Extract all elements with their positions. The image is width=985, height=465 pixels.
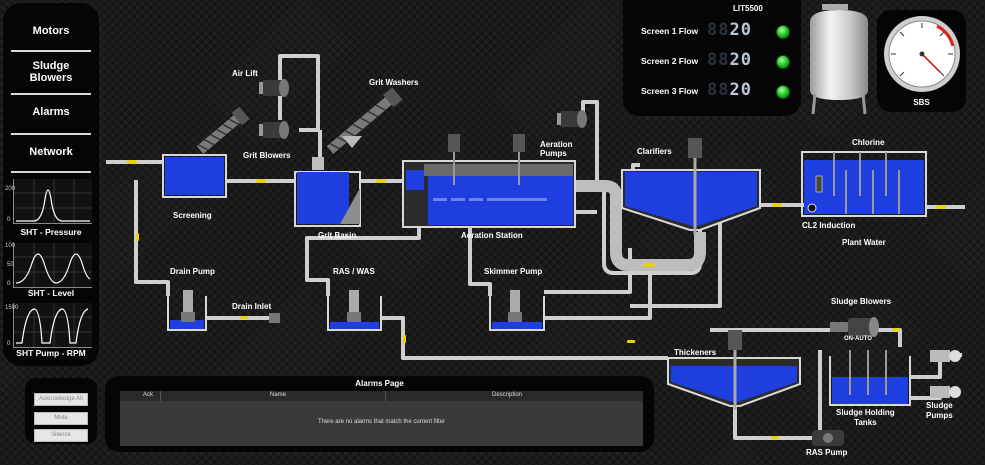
nav-divider	[11, 50, 91, 52]
pump-icon	[930, 350, 961, 362]
blower-motor-icon	[259, 121, 289, 139]
trend-tick: 100	[5, 243, 16, 249]
trend-rpm-label: SHT Pump - RPM	[16, 348, 86, 358]
storage-silo-icon	[810, 4, 868, 114]
nav-panel: Motors Sludge Blowers Alarms Network 200…	[3, 3, 99, 366]
skimmer-pump-label: Skimmer Pump	[484, 267, 543, 276]
column-ack[interactable]: Ack	[143, 392, 154, 398]
silence-button[interactable]: Silence	[34, 429, 88, 442]
drain-inlet-label: Drain Inlet	[232, 302, 272, 311]
trend-tick: 0	[7, 281, 11, 287]
flow-markers	[127, 160, 946, 439]
aeration-pumps-label: Aeration Pumps	[540, 140, 573, 158]
big-pipe-elbow	[575, 180, 706, 271]
mute-button[interactable]: Mute	[34, 412, 88, 425]
drain-pump-label: Drain Pump	[170, 267, 215, 276]
trend-level-plot	[14, 243, 92, 287]
grit-blowers-label: Grit Blowers	[243, 151, 291, 160]
alarms-empty-message: There are no alarms that match the curre…	[317, 419, 446, 425]
aerator-icon	[448, 134, 460, 185]
clarifiers-label: Clarifiers	[637, 147, 672, 156]
screen-1-flow-display: 8820	[707, 20, 752, 40]
cl2-induction-label: CL2 Induction	[802, 221, 856, 230]
nav-network-button[interactable]: Network	[29, 146, 73, 158]
alarms-page-title: Alarms Page	[355, 379, 404, 388]
alarms-table[interactable]: Ack Name Description There are no alarms…	[120, 391, 643, 446]
plant-water-label: Plant Water	[842, 238, 886, 247]
alarms-table-header: Ack Name Description	[120, 391, 643, 401]
screen-3-flow-display: 8820	[707, 80, 752, 100]
nav-divider	[11, 93, 91, 95]
aerator-icon	[513, 134, 525, 185]
trend-tick: 0	[7, 341, 11, 347]
sbs-gauge-panel[interactable]: SBS	[877, 10, 966, 112]
screen-1-flow-value: 20	[729, 20, 752, 40]
trend-pressure-plot	[14, 179, 92, 223]
acknowledge-all-button[interactable]: Acknowledge All	[34, 393, 88, 406]
pump-icon	[930, 386, 961, 398]
screen-2-status-led	[776, 55, 790, 69]
alarms-page-panel: Alarms Page Ack Name Description There a…	[105, 376, 654, 452]
blower-motor-icon	[830, 317, 879, 337]
nav-motors-button[interactable]: Motors	[32, 25, 70, 37]
trend-tick: 200	[5, 186, 16, 192]
sludge-pumps-label: Sludge Pumps	[926, 401, 953, 420]
ras-pump-label: RAS Pump	[806, 448, 848, 457]
nav-divider	[11, 171, 91, 173]
trend-tick: 0	[7, 217, 11, 223]
column-divider	[160, 391, 161, 401]
trend-pressure-chart[interactable]	[13, 179, 92, 224]
flow-panel: LIT5500 Screen 1 Flow 8820 Screen 2 Flow…	[623, 0, 801, 116]
sludge-holding-tanks-label: Sludge Holding Tanks	[836, 408, 895, 427]
screen-3-status-led	[776, 85, 790, 99]
screen-1-status-led	[776, 25, 790, 39]
air-lift-label: Air Lift	[232, 69, 258, 78]
column-name[interactable]: Name	[270, 392, 287, 398]
aeration-station-label: Aeration Station	[461, 231, 523, 240]
trend-pressure-label: SHT - Pressure	[20, 227, 82, 237]
screen-3-flow-label: Screen 3 Flow	[641, 86, 699, 96]
screen-1-flow-label: Screen 1 Flow	[641, 26, 699, 36]
pump-icon	[812, 430, 844, 446]
nav-divider	[11, 133, 91, 135]
thickeners-label: Thickeners	[674, 348, 717, 357]
submersible-pump-icon	[181, 290, 195, 322]
blower-motor-icon	[557, 110, 587, 128]
submersible-pump-icon	[508, 290, 522, 322]
trend-level-chart[interactable]	[13, 243, 92, 288]
sludge-blowers-label: Sludge Blowers	[831, 297, 892, 306]
flow-panel-title: LIT5500	[733, 4, 763, 13]
ras-was-label: RAS / WAS	[333, 267, 375, 276]
screening-conveyor-icon	[196, 106, 250, 154]
trend-rpm-plot	[14, 303, 92, 347]
screening-label: Screening	[173, 211, 212, 220]
trend-level-label: SHT - Level	[27, 288, 75, 298]
blower-motor-icon	[259, 79, 289, 97]
alarm-controls-panel: Acknowledge All Mute Silence	[25, 378, 97, 444]
nav-alarms-button[interactable]: Alarms	[32, 106, 70, 118]
screen-2-flow-display: 8820	[707, 50, 752, 70]
grit-washers-label: Grit Washers	[369, 78, 419, 87]
submersible-pump-icon	[347, 290, 361, 322]
grit-washer-conveyor-icon	[326, 87, 403, 154]
screen-3-flow-value: 20	[729, 80, 752, 100]
on-auto-status: ON-AUTO	[844, 336, 872, 342]
trend-rpm-chart[interactable]	[13, 303, 92, 348]
sbs-label: SBS	[913, 98, 930, 107]
screen-2-flow-value: 20	[729, 50, 752, 70]
screen-2-flow-label: Screen 2 Flow	[641, 56, 699, 66]
trend-tick: 1500	[5, 305, 19, 311]
grit-basin-label: Grit Basin	[318, 231, 357, 240]
column-divider	[385, 391, 386, 401]
nav-sludge-blowers-button[interactable]: Sludge Blowers	[29, 60, 73, 84]
trend-tick: 50	[7, 262, 14, 268]
column-description[interactable]: Description	[492, 392, 523, 398]
chlorine-label: Chlorine	[852, 138, 885, 147]
pressure-gauge-icon	[884, 16, 960, 92]
